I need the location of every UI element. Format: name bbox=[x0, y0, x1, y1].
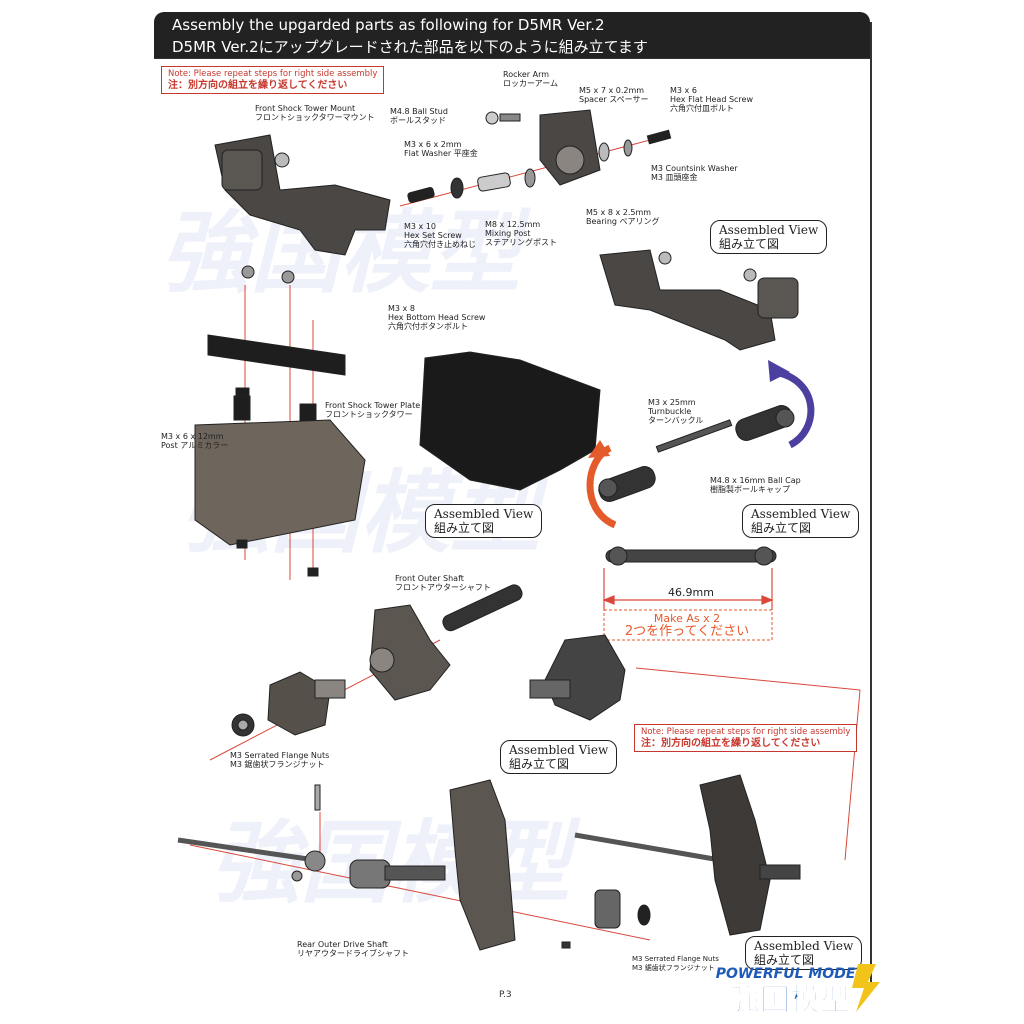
header-title-en: Assembly the upgarded parts as following… bbox=[172, 16, 605, 34]
note-en: Note: Please repeat steps for right side… bbox=[168, 69, 378, 79]
front-shock-tower-mount-part bbox=[214, 134, 391, 256]
label-front-shock-tower-mount: Front Shock Tower Mount フロントショックタワーマウント bbox=[255, 104, 375, 122]
turnbuckle-assembled-part bbox=[605, 546, 777, 566]
front-knuckle-part bbox=[231, 604, 451, 737]
svg-text:POWERFUL MODEL: POWERFUL MODEL bbox=[716, 966, 865, 982]
rear-drive-shaft-part bbox=[177, 784, 446, 889]
turnbuckle-exploded-part bbox=[598, 405, 795, 502]
label-flange-nuts-1: M3 Serrated Flange Nuts M3 鋸歯状フランジナット bbox=[230, 751, 330, 769]
svg-text:強国模型: 強国模型 bbox=[730, 983, 850, 1018]
label-hex-bottom-head-screw: M3 x 8 Hex Bottom Head Screw 六角穴付ボタンボルト bbox=[388, 304, 486, 331]
turnbuckle-length: 46.9mm bbox=[668, 586, 714, 599]
label-front-shock-tower-plate: Front Shock Tower Plate フロントショックタワー bbox=[325, 401, 421, 419]
note-repeat-steps-top: Note: Please repeat steps for right side… bbox=[161, 66, 385, 94]
rocker-arm-part bbox=[539, 109, 601, 186]
note-en: Note: Please repeat steps for right side… bbox=[641, 727, 851, 737]
assembled-view-4-part bbox=[574, 774, 801, 936]
note-jp: 注：別方向の組立を繰り返してください bbox=[641, 738, 821, 749]
label-spacer: M5 x 7 x 0.2mm Spacer スペーサー bbox=[579, 86, 649, 104]
front-outer-shaft-part bbox=[442, 584, 523, 632]
label-turnbuckle: M3 x 25mm Turnbuckle ターンバックル bbox=[648, 398, 704, 425]
assembled-view-3-part bbox=[529, 634, 626, 721]
dimension-line bbox=[602, 568, 774, 610]
rotate-arrow-purple bbox=[774, 368, 815, 449]
powerful-model-logo: POWERFUL MODEL 強国模型 bbox=[716, 964, 880, 1019]
label-countsink-washer: M3 Countsink Washer M3 皿頭座金 bbox=[651, 164, 738, 182]
page-number: P.3 bbox=[499, 990, 512, 1000]
label-hex-flat-head-screw: M3 x 6 Hex Flat Head Screw 六角穴付皿ボルト bbox=[670, 86, 753, 113]
label-front-outer-shaft: Front Outer Shaft フロントアウターシャフト bbox=[395, 574, 491, 592]
rotate-arrow-orange-head bbox=[588, 440, 610, 458]
shock-tower-plate-part bbox=[194, 265, 366, 577]
rotate-arrow-purple-head bbox=[768, 360, 790, 382]
label-bearing: M5 x 8 x 2.5mm Bearing ベアリング bbox=[586, 208, 660, 226]
assembled-view-2-part bbox=[419, 351, 601, 491]
header-underline bbox=[154, 58, 870, 59]
page-header: Assembly the upgarded parts as following… bbox=[154, 12, 870, 58]
rear-hub-part bbox=[449, 779, 651, 951]
label-flange-nuts-2: M3 Serrated Flange Nuts M3 鋸歯状フランジナット bbox=[632, 955, 719, 972]
page-border-right bbox=[870, 22, 872, 982]
make-as-text: Make As x 2 2つを作ってください bbox=[624, 612, 750, 639]
header-title-jp: D5MR Ver.2にアップグレードされた部品を以下のように組み立てます bbox=[172, 38, 648, 56]
assembled-view-1-part bbox=[599, 249, 799, 351]
label-post: M3 x 6 x 12mm Post アルミカラー bbox=[161, 432, 229, 450]
make-as-box bbox=[603, 609, 773, 641]
top-hardware-parts bbox=[407, 111, 672, 204]
label-set-screw: M3 x 10 Hex Set Screw 六角穴付き止めねじ bbox=[404, 222, 476, 249]
note-jp: 注：別方向の組立を繰り返してください bbox=[168, 80, 348, 91]
label-mixing-post: M8 x 12.5mm Mixing Post ステアリングポスト bbox=[485, 220, 557, 247]
label-rocker-arm: Rocker Arm ロッカーアーム bbox=[503, 70, 558, 88]
label-flat-washer: M3 x 6 x 2mm Flat Washer 平座金 bbox=[404, 140, 478, 158]
label-ball-stud: M4.8 Ball Stud ボールスタッド bbox=[390, 107, 448, 125]
label-ball-cap: M4.8 x 16mm Ball Cap 樹脂製ボールキャップ bbox=[710, 476, 801, 494]
note-repeat-steps-bottom: Note: Please repeat steps for right side… bbox=[634, 724, 858, 752]
assembly-axis-lines bbox=[189, 139, 861, 941]
label-rear-outer-drive-shaft: Rear Outer Drive Shaft リヤアウタードライブシャフト bbox=[297, 940, 409, 958]
